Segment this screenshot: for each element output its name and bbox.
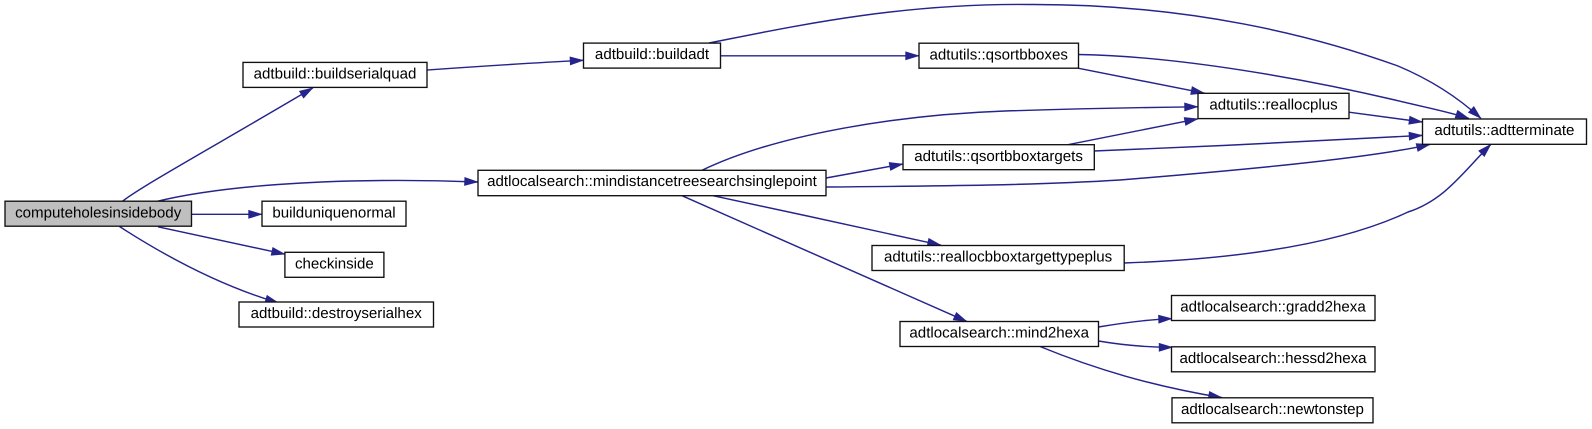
svg-text:adtlocalsearch::mindistancetre: adtlocalsearch::mindistancetreesearchsin… (487, 173, 818, 190)
svg-text:computeholesinsidebody: computeholesinsidebody (15, 204, 182, 221)
svg-text:adtutils::reallocplus: adtutils::reallocplus (1209, 96, 1337, 113)
svg-text:adtutils::qsortbboxtargets: adtutils::qsortbboxtargets (914, 148, 1083, 165)
svg-text:adtutils::qsortbboxes: adtutils::qsortbboxes (929, 46, 1067, 63)
svg-text:adtlocalsearch::newtonstep: adtlocalsearch::newtonstep (1181, 401, 1364, 418)
svg-text:adtutils::reallocbboxtargettyp: adtutils::reallocbboxtargettypeplus (884, 249, 1112, 266)
svg-text:adtlocalsearch::hessd2hexa: adtlocalsearch::hessd2hexa (1179, 350, 1367, 367)
svg-text:checkinside: checkinside (295, 256, 374, 273)
svg-text:builduniquenormal: builduniquenormal (272, 204, 395, 221)
svg-text:adtbuild::buildadt: adtbuild::buildadt (595, 46, 710, 63)
svg-text:adtlocalsearch::mind2hexa: adtlocalsearch::mind2hexa (909, 325, 1089, 342)
svg-text:adtutils::adtterminate: adtutils::adtterminate (1434, 122, 1574, 139)
svg-text:adtlocalsearch::gradd2hexa: adtlocalsearch::gradd2hexa (1180, 299, 1366, 316)
svg-text:adtbuild::destroyserialhex: adtbuild::destroyserialhex (251, 305, 423, 322)
svg-text:adtbuild::buildserialquad: adtbuild::buildserialquad (254, 66, 417, 83)
